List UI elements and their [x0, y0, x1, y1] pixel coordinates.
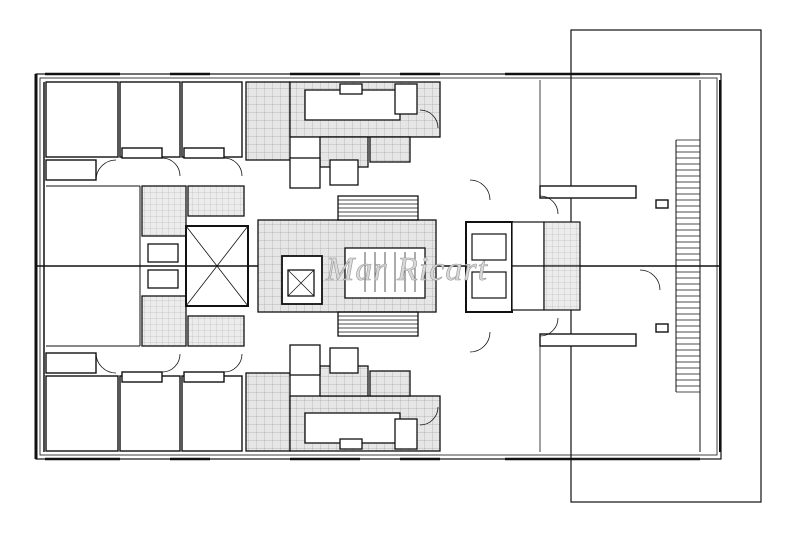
bedrooms-top-left — [45, 81, 243, 181]
elevator-right — [465, 221, 513, 313]
facade-windows — [45, 72, 700, 461]
bathrooms-right — [511, 221, 581, 311]
stair-flights — [337, 195, 419, 337]
bathrooms-left — [141, 185, 245, 347]
shaft-left — [185, 225, 249, 307]
door-swings — [95, 109, 661, 426]
bedrooms-bottom-left — [45, 352, 243, 452]
central-corridor — [257, 219, 437, 313]
kitchen-top — [245, 81, 441, 189]
kitchen-bottom — [245, 344, 441, 452]
terrace-decking — [676, 139, 700, 393]
watermark: Mar Ricart — [325, 251, 489, 288]
living-zones-left — [46, 185, 141, 347]
